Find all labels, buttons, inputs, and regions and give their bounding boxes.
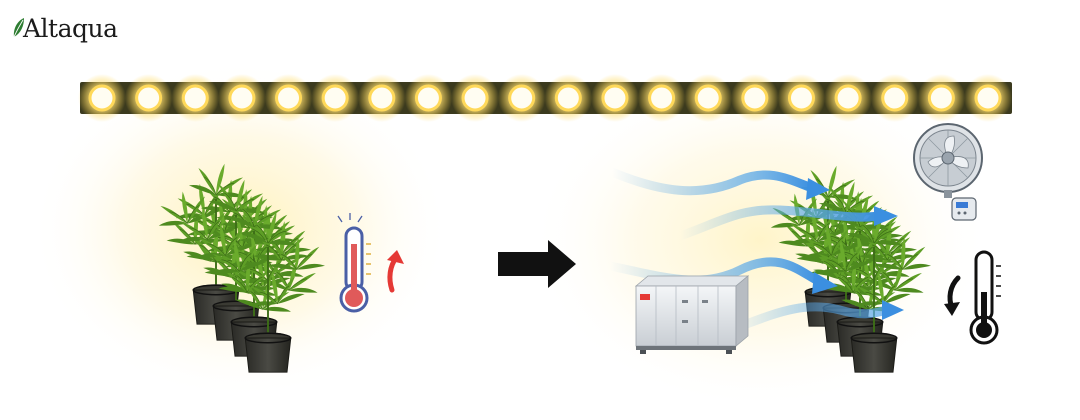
- airflow-arrow: [605, 257, 825, 287]
- led-bulb: [544, 74, 593, 122]
- potted-plant: [810, 205, 932, 373]
- airflow-arrow: [725, 302, 891, 335]
- led-bulb: [824, 74, 873, 122]
- arrow-down-icon: [944, 275, 961, 316]
- led-bulb: [497, 74, 546, 122]
- airflow-arrow-head: [882, 300, 904, 320]
- led-bulb: [777, 74, 826, 122]
- leaf-icon: [13, 18, 24, 38]
- potted-plant: [204, 205, 326, 373]
- airflow-arrows: [605, 167, 904, 335]
- airflow-arrow: [607, 167, 817, 196]
- brand-logo: Altaqua: [12, 12, 118, 44]
- led-bulb: [730, 74, 779, 122]
- brand-name: Altaqua: [23, 13, 118, 43]
- led-bulb: [78, 74, 126, 122]
- led-bulb: [917, 74, 966, 122]
- thermometer-hot-icon: [337, 213, 371, 313]
- arrow-up-icon: [387, 250, 404, 293]
- led-bulb: [264, 74, 313, 122]
- led-bulb: [357, 74, 406, 122]
- airflow-arrow-head: [806, 178, 830, 200]
- airflow-arrow-head: [874, 206, 898, 226]
- airflow-arrow-head: [812, 272, 838, 294]
- scene-after: [605, 123, 1001, 373]
- led-light-bar: [78, 74, 1012, 122]
- led-bulb: [171, 74, 220, 122]
- plant-group-before: [152, 157, 326, 373]
- airflow-arrow: [675, 205, 883, 241]
- led-bulb: [311, 74, 360, 122]
- hvac-unit-icon: [634, 275, 750, 354]
- led-bulb: [684, 74, 733, 122]
- led-bulb: [217, 74, 266, 122]
- led-bulb: [404, 74, 453, 122]
- led-bulb: [870, 74, 919, 122]
- led-bulb: [451, 74, 500, 122]
- led-bulb: [124, 74, 173, 122]
- thermometer-cold-icon: [969, 250, 1001, 345]
- led-bulb: [590, 74, 639, 122]
- scene-before: [152, 157, 404, 373]
- arrow-right-icon: [498, 240, 576, 288]
- wall-fan-icon: [913, 123, 983, 221]
- led-bulb: [637, 74, 686, 122]
- led-bulb: [964, 74, 1012, 122]
